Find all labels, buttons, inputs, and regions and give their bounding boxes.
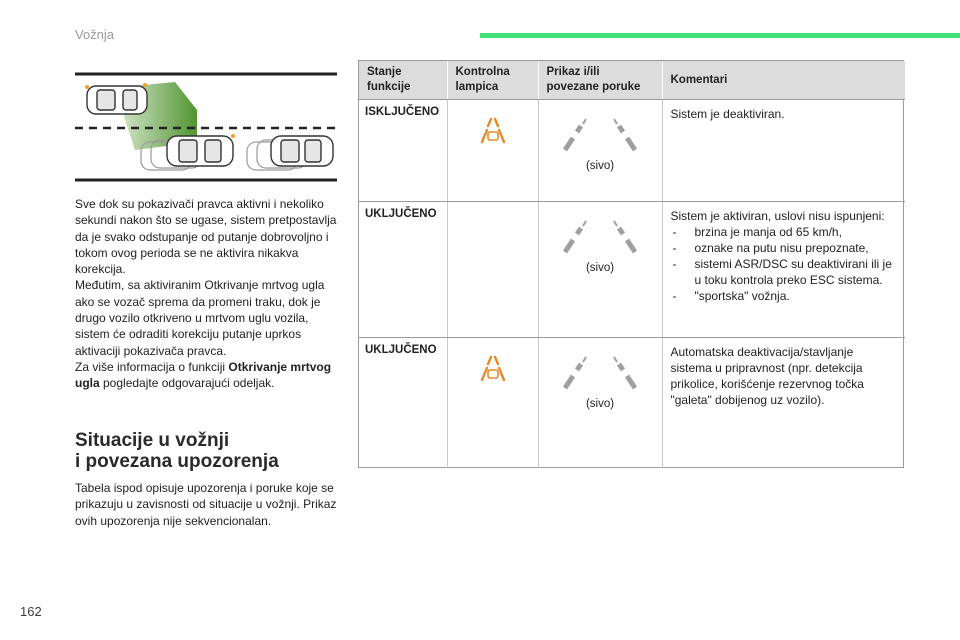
car-top-icon-2	[166, 135, 234, 167]
table-row: UKLJUČENO	[359, 337, 905, 468]
intro-text: Sve dok su pokazivači pravca aktivni i n…	[75, 196, 340, 392]
warnings-table: Stanje funkcije Kontrolna lampica Prikaz…	[358, 60, 905, 468]
section-title-line2: i povezana upozorenja	[75, 451, 279, 472]
comment-cell: Sistem je deaktiviran.	[662, 99, 905, 202]
section-body-text: Tabela ispod opisuje upozorenja i poruke…	[75, 481, 337, 528]
list-item-text: "sportska" vožnja.	[694, 289, 790, 303]
list-item-text: oznake na putu nisu prepoznate,	[694, 241, 869, 255]
table-row: UKLJUČENO	[359, 201, 905, 338]
lane-markings-icon	[562, 220, 638, 254]
header-accent-bar	[480, 33, 960, 38]
display-cell: (sivo)	[538, 201, 663, 338]
state-cell: UKLJUČENO	[359, 201, 448, 338]
state-cell: ISKLJUČENO	[359, 99, 448, 202]
table-header-row: Stanje funkcije Kontrolna lampica Prikaz…	[359, 61, 905, 100]
state-cell: UKLJUČENO	[359, 337, 448, 468]
header-lamp: Kontrolna lampica	[447, 61, 539, 100]
lamp-cell	[447, 99, 539, 202]
lane-markings-icon	[562, 118, 638, 152]
car-top-icon-3	[270, 135, 334, 167]
section-body: Tabela ispod opisuje upozorenja i poruke…	[75, 480, 340, 529]
table-row: ISKLJUČENO	[359, 99, 905, 202]
list-item: -sistemi ASR/DSC su deaktivirani ili je …	[672, 257, 892, 287]
intro-paragraph-1: Sve dok su pokazivači pravca aktivni i n…	[75, 197, 337, 277]
intro-p3-bold: Otkrivanje mrtvog ugla	[75, 359, 332, 391]
lane-markings-icon	[562, 356, 638, 390]
section-title-line1: Situacije u vožnji	[75, 430, 230, 451]
page-header-title: Vožnja	[75, 27, 115, 42]
list-item-text: brzina je manja od 65 km/h,	[694, 225, 842, 239]
comment-text: Sistem je aktiviran, uslovi nisu ispunje…	[670, 209, 885, 223]
lane-assist-warning-icon	[480, 355, 505, 382]
list-item: -brzina je manja od 65 km/h,	[672, 225, 842, 239]
section-title: Situacije u vožnji i povezana upozorenja	[75, 430, 340, 472]
header-comments: Komentari	[662, 61, 905, 100]
lamp-cell	[447, 201, 539, 338]
display-caption: (sivo)	[585, 160, 615, 172]
display-caption: (sivo)	[585, 398, 615, 410]
list-item-text: sistemi ASR/DSC su deaktivirani ili je u…	[694, 257, 892, 287]
list-item: -oznake na putu nisu prepoznate,	[672, 241, 869, 255]
intro-p3-text: Za više informacija o funkciji	[75, 359, 229, 374]
intro-paragraph-2: Međutim, sa aktiviranim Otkrivanje mrtvo…	[75, 278, 325, 358]
page-number: 162	[20, 604, 42, 619]
comment-cell: Sistem je aktiviran, uslovi nisu ispunje…	[662, 201, 905, 338]
car-top-icon	[86, 85, 148, 115]
display-cell: (sivo)	[538, 337, 663, 468]
blind-spot-illustration	[75, 72, 337, 182]
intro-p3-end: pogledajte odgovarajući odeljak.	[99, 376, 275, 391]
display-cell: (sivo)	[538, 99, 663, 202]
conditions-list: -brzina je manja od 65 km/h, -oznake na …	[671, 224, 898, 304]
lamp-cell	[447, 337, 539, 468]
comment-cell: Automatska deaktivacija/stavljanje siste…	[670, 345, 864, 407]
display-caption: (sivo)	[585, 262, 615, 274]
header-state: Stanje funkcije	[359, 61, 448, 100]
intro-paragraph-3: Za više informacija o funkciji Otkrivanj…	[75, 359, 340, 392]
list-item: -"sportska" vožnja.	[672, 289, 790, 303]
lane-assist-warning-icon	[480, 117, 505, 144]
header-display: Prikaz i/ili povezane poruke	[538, 61, 663, 100]
